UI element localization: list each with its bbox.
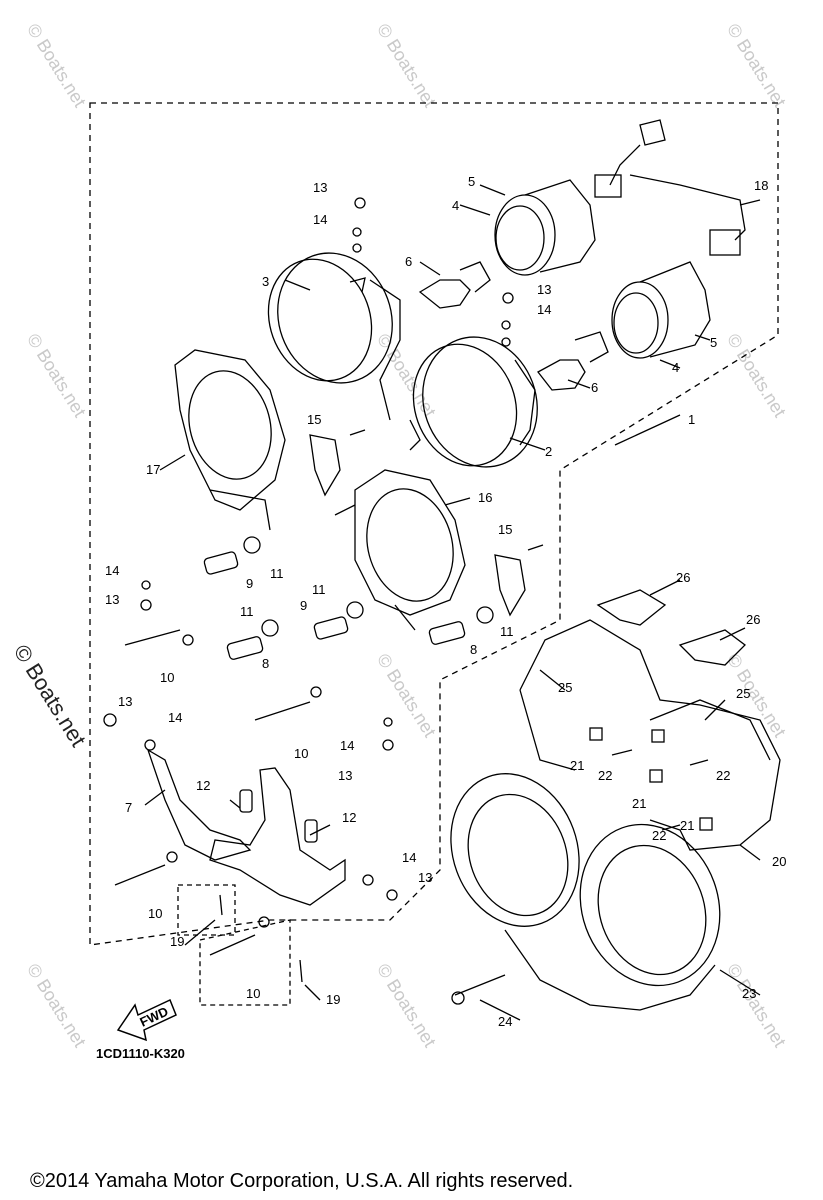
stay-16 (334, 469, 466, 631)
callout-12: 12 (196, 778, 210, 793)
callout-6: 6 (405, 254, 412, 269)
meter-cover (519, 619, 781, 851)
callout-21: 21 (680, 818, 694, 833)
callout-14: 14 (313, 212, 327, 227)
callout-26: 26 (676, 570, 690, 585)
headlight-left (267, 252, 401, 421)
callout-10: 10 (246, 986, 260, 1001)
callout-12: 12 (342, 810, 356, 825)
bulb-lower (537, 331, 609, 391)
callout-19: 19 (170, 934, 184, 949)
callout-22: 22 (716, 768, 730, 783)
lower-bracket (209, 767, 346, 906)
callout-13: 13 (105, 592, 119, 607)
bracket-15-upper (309, 434, 341, 497)
callout-13: 13 (418, 870, 432, 885)
callout-4: 4 (452, 198, 459, 213)
callout-14: 14 (340, 738, 354, 753)
callout-17: 17 (146, 462, 160, 477)
bolt-24 (454, 974, 506, 996)
spring-9-left (203, 551, 239, 575)
callout-10: 10 (294, 746, 308, 761)
damper-11a (243, 536, 261, 554)
callout-9: 9 (300, 598, 307, 613)
socket-housing-upper (494, 179, 596, 276)
screw-19b (299, 959, 303, 983)
bolt-10-a (124, 629, 181, 646)
damper-11c (346, 601, 364, 619)
callout-5: 5 (710, 335, 717, 350)
plate-26a (596, 589, 667, 626)
callout-11: 11 (240, 604, 254, 619)
screw-19a (219, 894, 223, 916)
callout-7: 7 (125, 800, 132, 815)
sub-boundary-10 (199, 919, 291, 1006)
callout-13: 13 (118, 694, 132, 709)
stay-17 (174, 349, 286, 531)
callout-26: 26 (746, 612, 760, 627)
callout-6: 6 (591, 380, 598, 395)
callout-13: 13 (338, 768, 352, 783)
callout-14: 14 (537, 302, 551, 317)
callout-14: 14 (402, 850, 416, 865)
callout-22: 22 (598, 768, 612, 783)
callout-11: 11 (312, 582, 326, 597)
callout-14: 14 (168, 710, 182, 725)
callout-9: 9 (246, 576, 253, 591)
gauge-bezel (450, 773, 721, 1011)
diagram-code: 1CD1110-K320 (96, 1046, 185, 1061)
stay-7 (146, 748, 252, 861)
spring-8-left (226, 636, 264, 660)
callout-24: 24 (498, 1014, 512, 1029)
callout-22: 22 (652, 828, 666, 843)
headlight-right (409, 336, 538, 468)
callout-4: 4 (672, 360, 679, 375)
callout-20: 20 (772, 854, 786, 869)
sub-boundary-19 (177, 884, 236, 936)
socket-housing-lower (611, 261, 711, 359)
callout-2: 2 (545, 444, 552, 459)
callout-11: 11 (270, 566, 284, 581)
callout-15: 15 (307, 412, 321, 427)
callout-5: 5 (468, 174, 475, 189)
forward-arrow: FWD (116, 998, 177, 1042)
callout-19: 19 (326, 992, 340, 1007)
assembly-boundary (89, 102, 779, 946)
callout-8: 8 (262, 656, 269, 671)
callout-13: 13 (537, 282, 551, 297)
damper-11d (476, 606, 494, 624)
callout-18: 18 (754, 178, 768, 193)
callout-21: 21 (632, 796, 646, 811)
callout-23: 23 (742, 986, 756, 1001)
spring-9-mid (313, 616, 349, 640)
callout-10: 10 (160, 670, 174, 685)
callout-21: 21 (570, 758, 584, 773)
callout-25: 25 (736, 686, 750, 701)
damper-11b (261, 619, 279, 637)
bolt-10-d (209, 934, 256, 956)
callout-25: 25 (558, 680, 572, 695)
callout-8: 8 (470, 642, 477, 657)
plate-26b (678, 629, 746, 666)
callout-11: 11 (500, 624, 514, 639)
copyright-notice: ©2014 Yamaha Motor Corporation, U.S.A. A… (30, 1170, 574, 1192)
callout-13: 13 (313, 180, 327, 195)
bolt-10-c (114, 864, 166, 886)
bolt-10-b (254, 701, 311, 721)
callout-1: 1 (688, 412, 695, 427)
callout-14: 14 (105, 563, 119, 578)
bulb-upper (418, 261, 491, 309)
callout-16: 16 (478, 490, 492, 505)
spring-8-right (428, 621, 466, 645)
callout-15: 15 (498, 522, 512, 537)
callout-3: 3 (262, 274, 269, 289)
wire-harness (594, 119, 746, 256)
bracket-15-lower (494, 554, 526, 617)
callout-10: 10 (148, 906, 162, 921)
